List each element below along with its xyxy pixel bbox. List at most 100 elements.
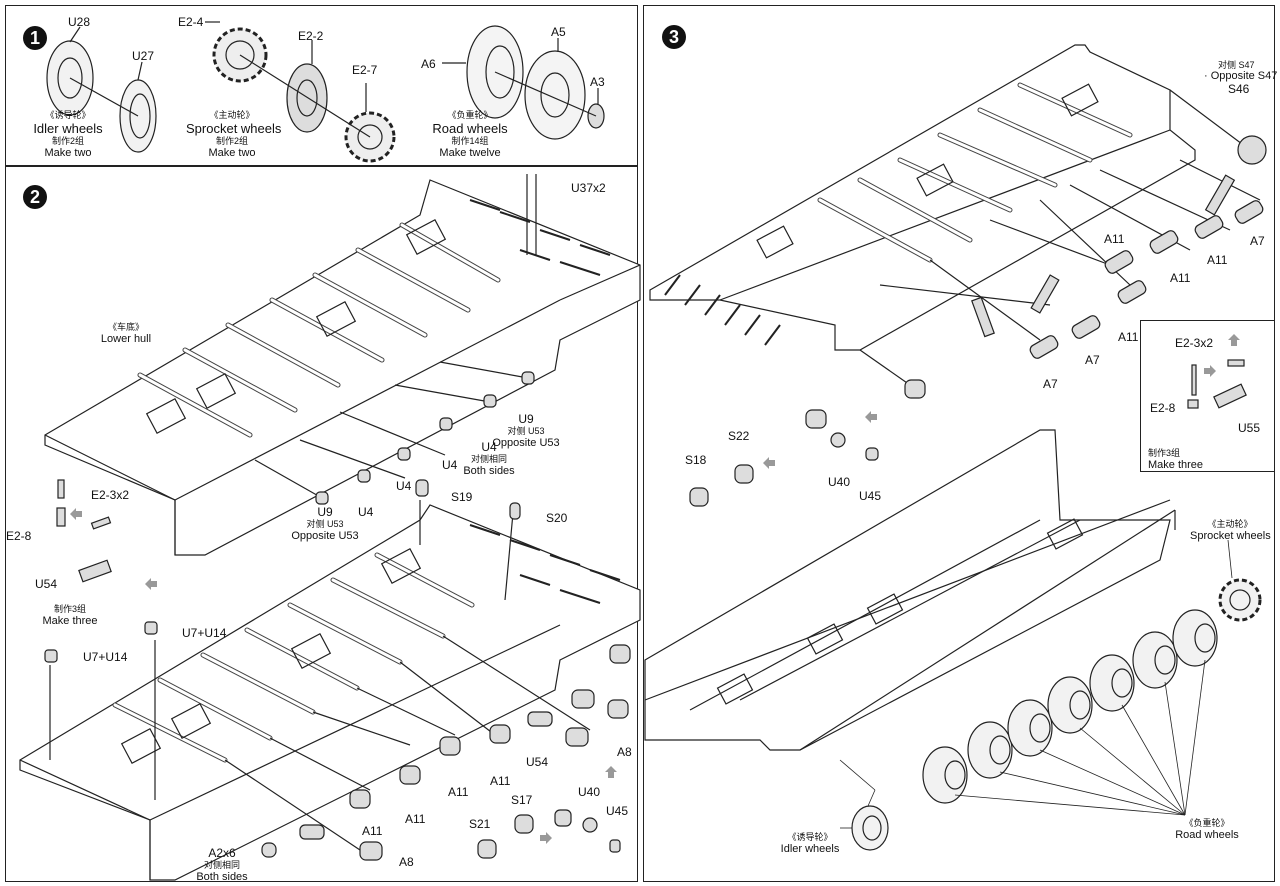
- part-label-a11-3: A11: [405, 812, 426, 826]
- part-label-a6: A6: [421, 57, 436, 71]
- u9-opposite-label-a: U9 对侧 U53 Opposite U53: [490, 412, 562, 450]
- part-label-u27: U27: [132, 49, 155, 63]
- a2-both-sides-label: A2x6 对侧相同 Both sides: [196, 846, 248, 884]
- make-three-cn: 制作3组: [53, 604, 86, 614]
- inset-part-label-u55: U55: [1238, 421, 1261, 435]
- part-label-a7-3: A7: [1043, 377, 1058, 391]
- u9-a-cn: 对侧 U53: [507, 426, 545, 436]
- part-label-u7-u14-a: U7+U14: [182, 626, 227, 640]
- u9-opposite-label-b: U9 对侧 U53 Opposite U53: [290, 505, 360, 543]
- sprocket-title-cn: 《主动轮》: [209, 110, 255, 120]
- direction-arrow-icon: [865, 411, 877, 423]
- idler-title-en: Idler wheels: [33, 121, 103, 136]
- idler-wheels-caption-step3: 《诱导轮》 Idler wheels: [780, 832, 840, 856]
- step-3-inset-panel: [1140, 320, 1275, 472]
- part-label-u4-both: U4: [481, 440, 497, 454]
- direction-arrow-icon: [763, 457, 775, 469]
- part-label-s18: S18: [685, 453, 707, 467]
- road-cn-step3: 《负重轮》: [1184, 818, 1230, 828]
- step-3-badge: 3: [662, 25, 686, 49]
- part-label-a2: A2x6: [208, 846, 236, 860]
- part-label-s21: S21: [469, 817, 491, 831]
- make-three-en: Make three: [42, 615, 98, 627]
- part-label-a11-s3-4: A11: [1118, 330, 1139, 344]
- part-label-a11-s3-2: A11: [1207, 253, 1228, 267]
- direction-arrow-icon: [1204, 365, 1216, 377]
- a2-en: Both sides: [196, 871, 248, 883]
- u4-both-en: Both sides: [463, 465, 515, 477]
- idler-qty-en: Make two: [44, 147, 92, 159]
- hull-drawing-step3-top: [649, 44, 1261, 386]
- part-label-a5: A5: [551, 25, 566, 39]
- small-parts-step2: [44, 371, 631, 861]
- idler-qty-cn: 制作2组: [51, 136, 84, 146]
- part-label-s17: S17: [511, 793, 533, 807]
- part-label-u40-step2: U40: [578, 785, 601, 799]
- sprocket-title-en: Sprocket wheels: [186, 121, 282, 136]
- road-wheels-drawing-step3: [851, 578, 1262, 851]
- idler-wheels-caption: 《诱导轮》 Idler wheels 制作2组 Make two: [30, 110, 106, 160]
- sprocket-wheels-caption-step3: 《主动轮》 Sprocket wheels: [1190, 519, 1271, 543]
- part-label-u45-step2: U45: [606, 804, 629, 818]
- u9-b-cn: 对侧 U53: [306, 519, 344, 529]
- sprocket-wheels-caption: 《主动轮》 Sprocket wheels 制作2组 Make two: [186, 110, 282, 160]
- road-wheels-caption-step3: 《负重轮》 Road wheels: [1172, 818, 1242, 842]
- part-label-a11-s3-3: A11: [1170, 271, 1191, 285]
- part-label-u45-step3: U45: [859, 489, 882, 503]
- part-label-u28: U28: [68, 15, 91, 29]
- part-label-a3: A3: [590, 75, 605, 89]
- s47-cn: 对侧 S47: [1218, 60, 1255, 70]
- direction-arrow-icon: [1228, 334, 1240, 346]
- step-2-badge: 2: [23, 185, 47, 209]
- hull-drawing-step3-bottom: [644, 429, 1176, 751]
- lower-hull-en: Lower hull: [100, 333, 152, 345]
- sprocket-qty-cn: 制作2组: [215, 136, 248, 146]
- part-label-u4-3: U4: [358, 505, 374, 519]
- direction-arrow-icon: [605, 766, 617, 778]
- idler-en-step3: Idler wheels: [780, 843, 840, 855]
- road-wheel-leader-lines: [839, 539, 1233, 829]
- part-label-e2-3: E2-3x2: [91, 488, 130, 502]
- road-title-cn: 《负重轮》: [447, 110, 493, 120]
- lower-hull-drawing-bottom: [19, 500, 641, 881]
- part-label-u54-b: U54: [526, 755, 549, 769]
- inset-part-label-e2-3: E2-3x2: [1175, 336, 1214, 350]
- a2-cn: 对侧相同: [203, 860, 240, 870]
- part-label-a11-1: A11: [490, 774, 511, 788]
- part-label-u40-step3: U40: [828, 475, 851, 489]
- direction-arrow-icon: [540, 832, 552, 844]
- part-label-u54-a: U54: [35, 577, 58, 591]
- part-label-a7-2: A7: [1085, 353, 1100, 367]
- lower-hull-cn: 《车底》: [107, 322, 144, 332]
- part-label-a11-s3-1: A11: [1104, 232, 1125, 246]
- idler-wheel-drawing: [46, 26, 157, 153]
- inset-qty-en: Make three: [1148, 459, 1204, 471]
- road-wheels-caption: 《负重轮》 Road wheels 制作14组 Make twelve: [430, 110, 510, 160]
- part-label-s22: S22: [728, 429, 750, 443]
- u4-both-cn: 对侧相同: [470, 454, 507, 464]
- part-label-e2-7: E2-7: [352, 63, 378, 77]
- part-label-a11-4: A11: [362, 824, 383, 838]
- sprocket-qty-en: Make two: [208, 147, 256, 159]
- part-label-a11-2: A11: [448, 785, 469, 799]
- part-label-e2-8: E2-8: [6, 529, 32, 543]
- step-1-badge: 1: [23, 26, 47, 50]
- make-three-caption: 制作3组 Make three: [40, 604, 100, 628]
- road-title-en: Road wheels: [432, 121, 508, 136]
- road-wheel-drawing: [442, 25, 605, 140]
- direction-arrow-icon: [70, 508, 82, 520]
- idler-title-cn: 《诱导轮》: [45, 110, 91, 120]
- part-label-u4-2: U4: [396, 479, 412, 493]
- idler-cn-step3: 《诱导轮》: [787, 832, 833, 842]
- part-label-a7-1: A7: [1250, 234, 1265, 248]
- part-label-e2-4: E2-4: [178, 15, 204, 29]
- lower-hull-drawing-top: [44, 174, 641, 556]
- sprocket-cn-step3: 《主动轮》: [1207, 519, 1253, 529]
- part-label-u4-1: U4: [442, 458, 458, 472]
- inset-qty-cn: 制作3组: [1148, 448, 1181, 458]
- part-label-u9-b: U9: [317, 505, 333, 519]
- part-label-u7-u14-b: U7+U14: [83, 650, 128, 664]
- road-qty-en: Make twelve: [439, 147, 501, 159]
- road-en-step3: Road wheels: [1175, 829, 1239, 841]
